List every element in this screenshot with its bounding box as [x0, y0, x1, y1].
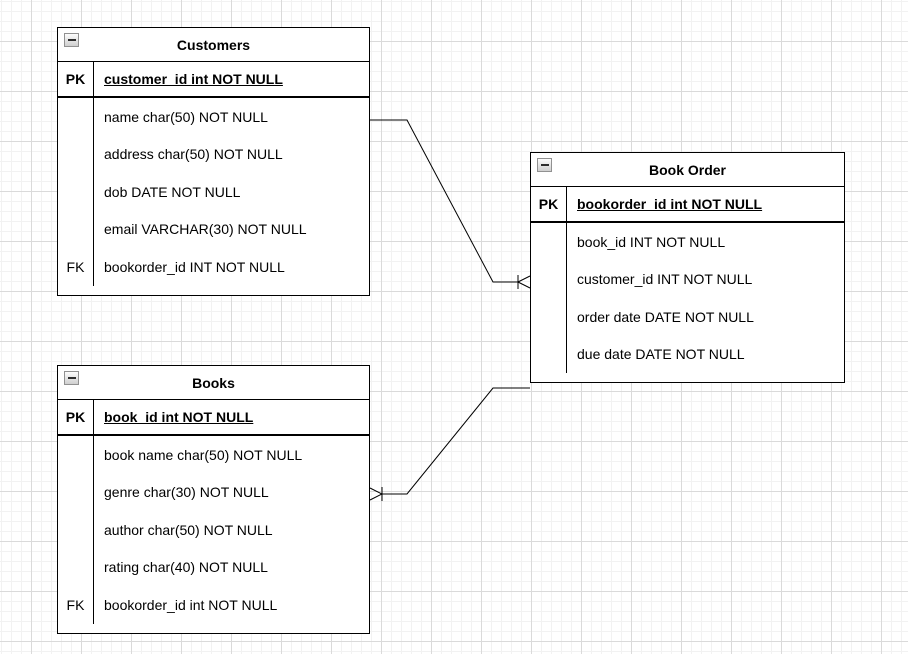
attribute-value: order date DATE NOT NULL: [577, 308, 754, 325]
primary-key-row[interactable]: PK customer_id int NOT NULL: [58, 62, 369, 98]
attribute-row[interactable]: author char(50) NOT NULL: [58, 511, 369, 549]
table-bottom-padding: [531, 373, 844, 382]
attribute-value: customer_id INT NOT NULL: [577, 271, 753, 288]
attribute-row[interactable]: due date DATE NOT NULL: [531, 335, 844, 373]
entity-table-customers[interactable]: Customers PK customer_id int NOT NULL na…: [57, 27, 370, 296]
table-bottom-padding: [58, 624, 369, 633]
attribute-key-cell: [531, 260, 567, 298]
primary-key-row[interactable]: PK bookorder_id int NOT NULL: [531, 187, 844, 223]
attribute-key-cell: [531, 298, 567, 336]
attribute-key-cell: [58, 173, 94, 211]
table-header: Customers: [58, 28, 369, 62]
attribute-value: genre char(30) NOT NULL: [104, 484, 269, 501]
pk-key-cell: PK: [58, 62, 94, 96]
collapse-icon[interactable]: [537, 158, 552, 172]
entity-table-book-order[interactable]: Book Order PK bookorder_id int NOT NULL …: [530, 152, 845, 383]
attribute-value: email VARCHAR(30) NOT NULL: [104, 221, 307, 238]
attribute-row[interactable]: rating char(40) NOT NULL: [58, 548, 369, 586]
attribute-key-cell: [58, 135, 94, 173]
attribute-key-cell: [58, 511, 94, 549]
attribute-key-cell: [531, 335, 567, 373]
table-header: Books: [58, 366, 369, 400]
attribute-value: name char(50) NOT NULL: [104, 108, 268, 125]
relationship-bookorder-books[interactable]: [369, 387, 530, 501]
attribute-value: address char(50) NOT NULL: [104, 146, 283, 163]
pk-value: customer_id int NOT NULL: [104, 71, 283, 87]
table-title: Customers: [176, 36, 251, 53]
attribute-value: dob DATE NOT NULL: [104, 183, 241, 200]
attribute-value: author char(50) NOT NULL: [104, 521, 273, 538]
attribute-key-cell: [58, 548, 94, 586]
attribute-row[interactable]: FK bookorder_id INT NOT NULL: [58, 248, 369, 286]
pk-key-cell: PK: [531, 187, 567, 221]
primary-key-row[interactable]: PK book_id int NOT NULL: [58, 400, 369, 436]
attribute-key-cell: [58, 436, 94, 474]
collapse-icon[interactable]: [64, 33, 79, 47]
attribute-row[interactable]: order date DATE NOT NULL: [531, 298, 844, 336]
collapse-icon[interactable]: [64, 371, 79, 385]
attribute-row[interactable]: book name char(50) NOT NULL: [58, 436, 369, 474]
attribute-value: rating char(40) NOT NULL: [104, 559, 268, 576]
relationship-customers-bookorder[interactable]: [370, 119, 531, 289]
attribute-key-cell: [58, 98, 94, 136]
table-bottom-padding: [58, 286, 369, 295]
minus-glyph: [540, 164, 549, 166]
attribute-value: book name char(50) NOT NULL: [104, 446, 303, 463]
pk-key-cell: PK: [58, 400, 94, 434]
attribute-row[interactable]: book_id INT NOT NULL: [531, 223, 844, 261]
attribute-key-cell: FK: [58, 248, 94, 286]
attribute-row[interactable]: genre char(30) NOT NULL: [58, 473, 369, 511]
attribute-key-cell: [58, 473, 94, 511]
attribute-value: due date DATE NOT NULL: [577, 346, 745, 363]
pk-value: bookorder_id int NOT NULL: [577, 196, 763, 212]
attribute-row[interactable]: email VARCHAR(30) NOT NULL: [58, 210, 369, 248]
pk-value: book_id int NOT NULL: [104, 409, 254, 425]
attribute-value: bookorder_id int NOT NULL: [104, 596, 278, 613]
attribute-key-cell: [531, 223, 567, 261]
attribute-row[interactable]: FK bookorder_id int NOT NULL: [58, 586, 369, 624]
attribute-row[interactable]: customer_id INT NOT NULL: [531, 260, 844, 298]
attribute-value: bookorder_id INT NOT NULL: [104, 258, 285, 275]
attribute-row[interactable]: dob DATE NOT NULL: [58, 173, 369, 211]
minus-glyph: [67, 39, 76, 41]
table-title: Books: [192, 374, 235, 391]
attribute-key-cell: [58, 210, 94, 248]
table-title: Book Order: [648, 161, 726, 178]
entity-table-books[interactable]: Books PK book_id int NOT NULL book name …: [57, 365, 370, 634]
attribute-row[interactable]: address char(50) NOT NULL: [58, 135, 369, 173]
table-header: Book Order: [531, 153, 844, 187]
attribute-row[interactable]: name char(50) NOT NULL: [58, 98, 369, 136]
minus-glyph: [67, 377, 76, 379]
attribute-value: book_id INT NOT NULL: [577, 233, 726, 250]
attribute-key-cell: FK: [58, 586, 94, 624]
